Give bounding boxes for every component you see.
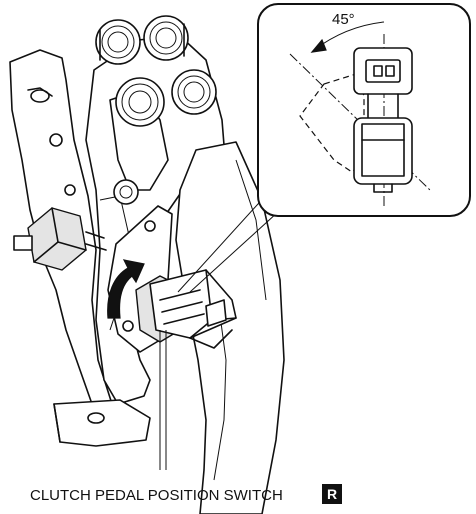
pedal-arm	[175, 141, 285, 514]
angle-label: 45°	[332, 11, 355, 28]
bracket-hole	[64, 184, 76, 196]
detail-callout: 45°	[257, 3, 471, 217]
return-springs	[95, 15, 217, 127]
badge-box	[322, 484, 342, 504]
bracket-stud	[30, 89, 50, 103]
badge-letter: R	[327, 486, 337, 502]
switch-top-view	[353, 47, 413, 193]
component-label: CLUTCH PEDAL POSITION SWITCH	[30, 487, 283, 504]
pedal-assembly	[9, 15, 301, 514]
rotated-position-outline	[299, 73, 365, 173]
pivot-boss	[113, 179, 139, 205]
clutch-pedal-position-switch	[135, 269, 237, 349]
badge: R	[322, 484, 342, 504]
rotation-arrow-icon	[107, 259, 145, 319]
bracket-hole	[49, 133, 63, 147]
side-connector	[13, 207, 107, 271]
lower-bracket	[53, 399, 151, 447]
angle-arc-arrowhead	[310, 38, 327, 53]
